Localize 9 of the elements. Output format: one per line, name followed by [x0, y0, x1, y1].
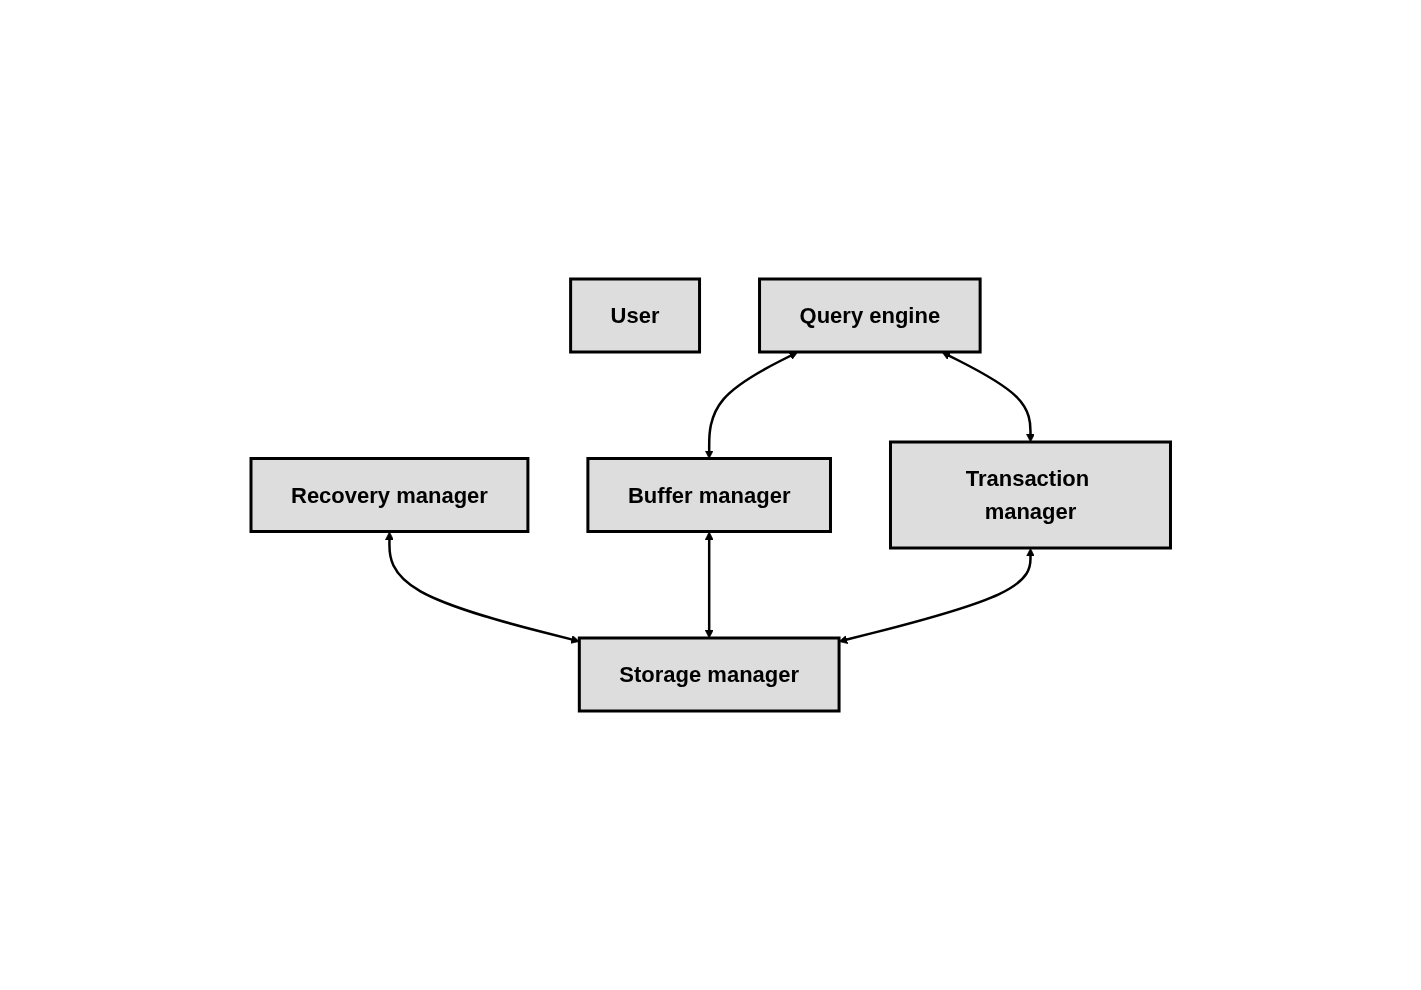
node-box: Storage manager — [577, 636, 841, 713]
node-box: User — [568, 277, 701, 354]
arrow — [384, 531, 580, 644]
node-box: Buffer manager — [586, 457, 832, 533]
node-box: Recovery manager — [249, 457, 530, 533]
node-box: Query engine — [757, 277, 982, 354]
arrow — [838, 548, 1035, 644]
node-box: Transaction manager — [888, 440, 1172, 550]
arrow — [704, 531, 714, 639]
